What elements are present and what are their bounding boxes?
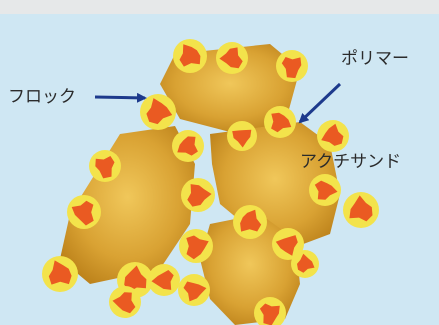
floc-particle [112, 292, 136, 314]
floc-particle [48, 260, 72, 285]
floc-particle [232, 129, 252, 148]
sand-grain [60, 126, 195, 284]
floc-particle [187, 184, 212, 207]
floc-particle [240, 209, 262, 232]
floc-formation-diagram: フロック ポリマー アクチサンド [0, 14, 439, 325]
floc-particle [349, 195, 373, 222]
floc-arrow [94, 92, 147, 103]
polymer-arrow [298, 82, 342, 124]
floc-particle [95, 156, 115, 179]
floc-particle [177, 136, 198, 156]
floc-particles [42, 39, 379, 325]
floc-particle [71, 200, 94, 226]
floc-particle [275, 235, 298, 256]
floc-particle [281, 57, 302, 79]
floc-particle [124, 265, 147, 292]
floc-particle [314, 180, 338, 200]
floc-particle [321, 123, 344, 146]
floc-particle [259, 303, 280, 325]
diagram-canvas [42, 39, 379, 325]
floc-particle [297, 253, 315, 273]
polymer-label: ポリマー [341, 49, 409, 69]
floc-particle [186, 235, 209, 260]
floc-particle [179, 44, 201, 67]
floc-particle [146, 98, 173, 125]
floc-particle [151, 270, 174, 290]
floc-label: フロック [8, 87, 76, 107]
acti-sand-label: アクチサンド [300, 152, 402, 172]
floc-particle [183, 281, 207, 302]
floc-particle [219, 47, 243, 69]
floc-particle [271, 112, 292, 133]
